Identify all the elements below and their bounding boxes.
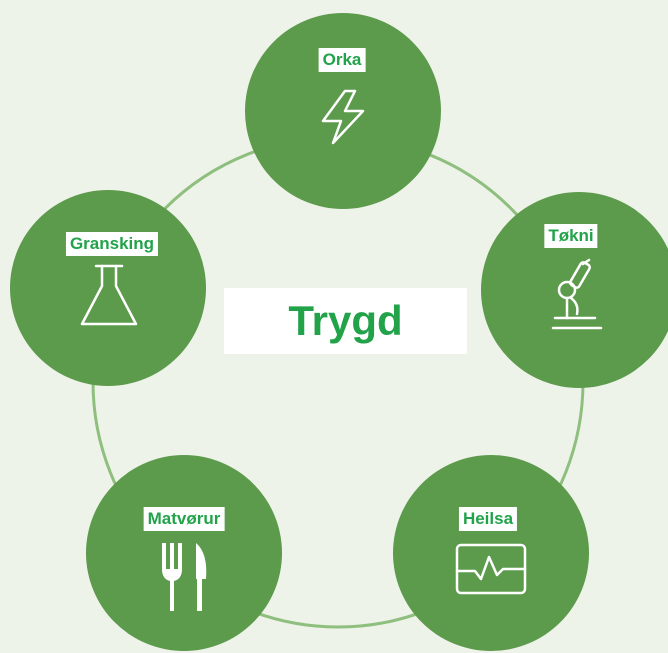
node-tokni: Tøkni [481, 192, 668, 388]
node-matvorur-label: Matvørur [143, 507, 225, 531]
center-title: Trygd [288, 297, 403, 344]
node-gransking: Gransking [10, 190, 206, 386]
node-orka-label: Orka [318, 48, 366, 72]
node-heilsa-label: Heilsa [458, 507, 518, 531]
node-gransking-label: Gransking [65, 232, 159, 256]
node-matvorur: Matvørur [86, 455, 282, 651]
node-heilsa: Heilsa [393, 455, 589, 651]
node-orka: Orka [245, 13, 441, 209]
fork-and-knife-icon [162, 543, 207, 611]
node-tokni-label: Tøkni [544, 224, 598, 248]
lightning-bolt-icon [321, 89, 365, 145]
microscope-icon [551, 258, 603, 330]
heart-monitor-icon [455, 543, 527, 595]
center-label-box: Trygd [224, 288, 467, 354]
flask-icon [80, 264, 138, 326]
